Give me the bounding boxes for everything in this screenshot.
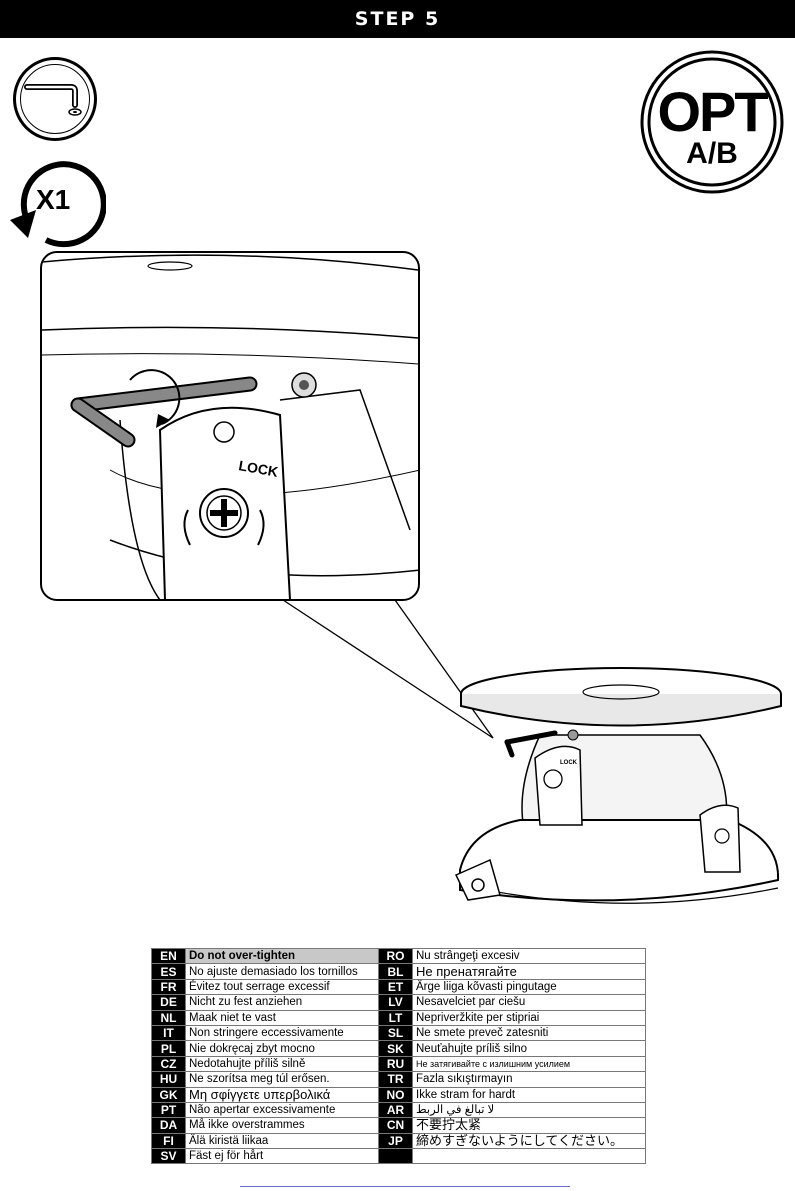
assembled-mount: LOCK [454,667,782,904]
language-code: SL [378,1024,413,1042]
language-code: CN [378,1117,413,1134]
language-code: AR [378,1101,413,1119]
option-label: OPT [657,80,768,143]
footer-divider [240,1186,570,1187]
step-title: STEP 5 [354,8,441,30]
warning-text: Må ikke overstrammes [185,1117,379,1134]
language-code [378,1148,413,1165]
language-code: JP [378,1132,413,1150]
language-code: SK [378,1040,413,1057]
option-badge [640,50,784,194]
warning-text: Nu strângeţi excesiv [412,947,646,965]
table-row: ES No ajuste demasiado los tornillos BL … [151,963,646,980]
table-row: FR Évitez tout serrage excessif ET Ärge … [151,978,646,996]
language-code: DA [151,1117,186,1134]
table-row: FI Älä kiristä liikaa JP 締めすぎないようにしてください… [151,1132,646,1150]
warning-text: Do not over-tighten [185,947,379,965]
warning-text: No ajuste demasiado los tornillos [185,963,379,980]
warning-text: Não apertar excessivamente [185,1101,379,1119]
warning-text: Ne smete preveč zatesniti [412,1024,646,1042]
language-code: PT [151,1101,186,1119]
warning-text: Nedotahujte příliš silně [185,1055,379,1073]
warning-text: Не пренатягайте [412,963,646,980]
table-row: PL Nie dokręcaj zbyt mocno SK Neuťahujte… [151,1040,646,1057]
language-code: GK [151,1086,186,1103]
warning-text: Nepriveržkite per stipriai [412,1009,646,1026]
small-lock-label: LOCK [560,760,578,766]
warning-text: 不要拧太紧 [412,1117,646,1134]
table-row: NL Maak niet te vast LT Nepriveržkite pe… [151,1009,646,1026]
warning-text: Nie dokręcaj zbyt mocno [185,1040,379,1057]
language-code: FR [151,978,186,996]
table-row: IT Non stringere eccessivamente SL Ne sm… [151,1024,646,1042]
warning-text: Μη σφίγγετε υπερβολικά [185,1086,379,1103]
warning-text: Älä kiristä liikaa [185,1132,379,1150]
language-code: EN [151,947,186,965]
language-code: TR [378,1071,413,1088]
language-code: LT [378,1009,413,1026]
warning-text: Не затягивайте с излишним усилием [412,1055,646,1073]
warning-text: 締めすぎないようにしてください。 [412,1132,646,1150]
warning-text: Ärge liiga kõvasti pingutage [412,978,646,996]
repeat-arrow-icon [10,161,106,248]
language-code: ES [151,963,186,980]
assembly-illustration: LOCK LOCK [40,251,782,904]
language-code: NL [151,1009,186,1026]
language-code: RU [378,1055,413,1073]
warning-text: Neuťahujte príliš silno [412,1040,646,1057]
warning-text: Non stringere eccessivamente [185,1024,379,1042]
warning-text: Nesavelciet par ciešu [412,994,646,1011]
language-code: RO [378,947,413,965]
warning-text [412,1148,646,1165]
table-row: SV Fäst ej för hårt [151,1148,646,1165]
warning-text: Nicht zu fest anziehen [185,994,379,1011]
table-row: CZ Nedotahujte příliš silně RU Не затяги… [151,1055,646,1073]
language-code: FI [151,1132,186,1150]
warning-text: Ne szorítsa meg túl erősen. [185,1071,379,1088]
language-code: LV [378,994,413,1011]
table-row: DA Må ikke overstrammes CN 不要拧太紧 [151,1117,646,1134]
language-code: CZ [151,1055,186,1073]
language-code: ET [378,978,413,996]
warning-text: Ikke stram for hardt [412,1086,646,1103]
language-code: HU [151,1071,186,1088]
language-code: SV [151,1148,186,1165]
table-row: HU Ne szorítsa meg túl erősen. TR Fazla … [151,1071,646,1088]
language-code: BL [378,963,413,980]
warning-text: Maak niet te vast [185,1009,379,1026]
lock-label: LOCK [237,457,279,480]
language-code: NO [378,1086,413,1103]
table-row: DE Nicht zu fest anziehen LV Nesavelciet… [151,994,646,1011]
option-variant: A/B [686,137,738,170]
language-code: IT [151,1024,186,1042]
table-row: GK Μη σφίγγετε υπερβολικά NO Ikke stram … [151,1086,646,1103]
warning-text: Fazla sıkıştırmayın [412,1071,646,1088]
table-row: PT Não apertar excessivamente AR لا تبال… [151,1101,646,1119]
allen-key-tool-icon [13,57,97,141]
table-row: EN Do not over-tighten RO Nu strângeţi e… [151,947,646,965]
step-header: STEP 5 [0,0,795,38]
repeat-count: X1 [36,184,71,215]
warning-text: Évitez tout serrage excessif [185,978,379,996]
warning-text: لا تبالغ في الربط [412,1101,646,1119]
language-code: DE [151,994,186,1011]
language-code: PL [151,1040,186,1057]
language-table: EN Do not over-tighten RO Nu strângeţi e… [151,947,646,1165]
warning-text: Fäst ej för hårt [185,1148,379,1165]
zoom-detail-panel: LOCK [40,251,420,601]
